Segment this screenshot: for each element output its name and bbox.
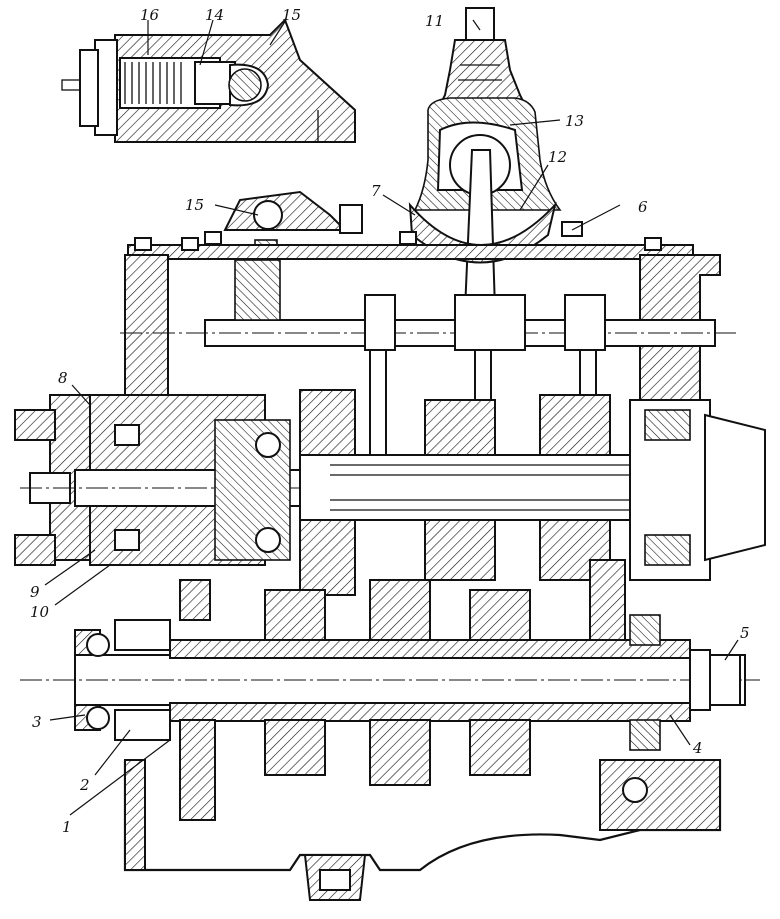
- callout-5: 5: [740, 624, 750, 642]
- callout-10: 10: [30, 603, 50, 621]
- callout-leaders: [44, 19, 739, 816]
- detent-spring: [124, 62, 182, 104]
- callout-9: 9: [30, 583, 40, 601]
- callout-4: 4: [692, 739, 703, 757]
- callout-16: 16: [140, 6, 160, 24]
- countershaft-gears: [179, 559, 626, 821]
- callout-11: 11: [425, 12, 444, 30]
- callout-3: 3: [32, 713, 42, 731]
- countershaft-assembly: [20, 614, 760, 751]
- callout-labels: 1 2 3 4 5 6 7 8 9 10 11 12 13 14 15 15 1…: [30, 6, 750, 836]
- callout-7: 7: [371, 182, 381, 200]
- drain-plug: [303, 854, 367, 901]
- callout-6: 6: [638, 198, 648, 216]
- callout-15-cover: 15: [185, 196, 204, 214]
- callout-1: 1: [62, 818, 72, 836]
- shift-lever-housing: [408, 7, 562, 311]
- callout-14: 14: [205, 6, 224, 24]
- cover-bolts: [134, 221, 662, 251]
- callout-15-inset: 15: [282, 6, 301, 24]
- callout-12: 12: [548, 148, 567, 166]
- detent-detail-inset: [61, 18, 356, 143]
- top-cover-plate: [127, 244, 694, 260]
- callout-8: 8: [58, 369, 68, 387]
- primary-gears: [299, 389, 611, 596]
- callout-13: 13: [565, 112, 584, 130]
- callout-2: 2: [79, 776, 90, 794]
- shift-rails: [120, 259, 740, 351]
- rear-bearing: [629, 399, 766, 581]
